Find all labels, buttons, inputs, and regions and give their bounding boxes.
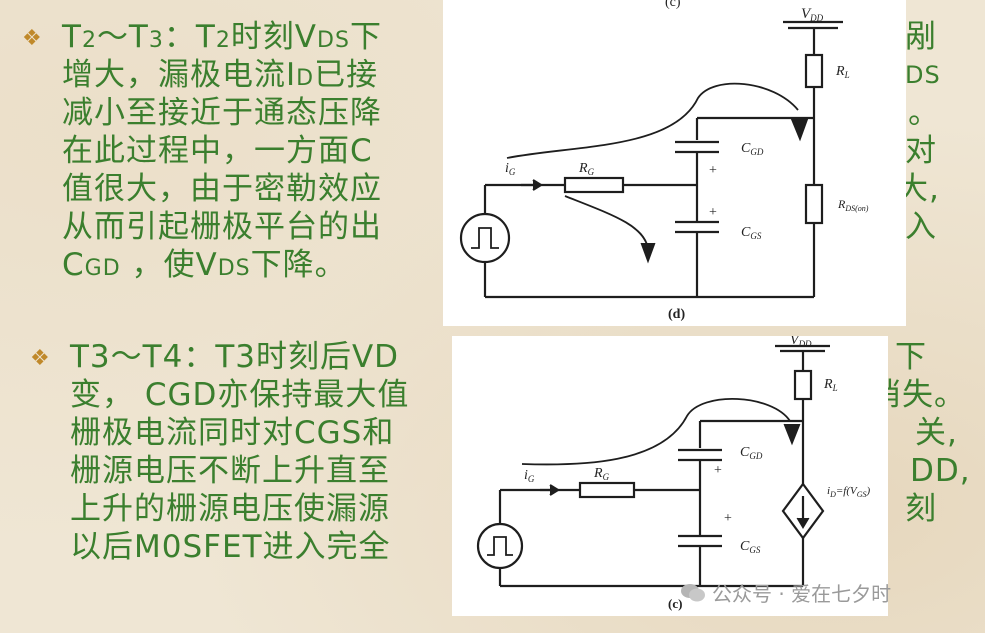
para2-right-fragments: 下 消失。 关, DD, 刻 bbox=[870, 338, 971, 528]
ig-label: iG bbox=[524, 468, 535, 484]
para2-line-4: 栅源电压不断上升直至 bbox=[70, 453, 390, 489]
rds-label: RDS(on) bbox=[837, 197, 869, 213]
rg-label: RG bbox=[578, 161, 595, 177]
frag: 入 bbox=[905, 209, 937, 245]
figure-top-label: (c) bbox=[665, 0, 681, 10]
para2-line-2: 变， CGD亦保持最大值 bbox=[70, 377, 410, 413]
frag: DS bbox=[905, 61, 941, 89]
frag: 刻 bbox=[905, 491, 937, 527]
para1-line-2: 增大，漏极电流ID已接 bbox=[62, 57, 379, 93]
plus-sign: + bbox=[714, 463, 722, 478]
para2-line-3: 栅极电流同时对CGS和 bbox=[70, 415, 395, 451]
plus-sign: + bbox=[709, 205, 717, 220]
para1-right-fragments: 剐 DS )。 对 大, 入 bbox=[895, 18, 941, 246]
rg-label: RG bbox=[593, 466, 610, 482]
para1-line-3: 减小至接近于通态压降 bbox=[62, 95, 382, 131]
cgs-label: CGS bbox=[740, 539, 761, 555]
watermark-text: 公众号 · 爱在七夕时 bbox=[712, 582, 892, 606]
cgd-label: CGD bbox=[740, 445, 763, 461]
bullet-icon: ❖ bbox=[22, 26, 42, 51]
wechat-icon bbox=[680, 582, 706, 609]
resistor-rg bbox=[563, 176, 625, 194]
resistor-rds bbox=[804, 183, 824, 225]
para1-line-7: CGD ，使VDS下降。 bbox=[62, 247, 347, 283]
watermark: 公众号 · 爱在七夕时 bbox=[680, 578, 891, 609]
para2-line-1: T3～T4：T3时刻后VD bbox=[70, 339, 400, 375]
para1-line-4: 在此过程中，一方面C bbox=[62, 133, 373, 169]
para2-line-6: 以后M0SFET进入完全 bbox=[70, 529, 391, 565]
circuit-c-svg: VDD RL iD=f(VGS) CGD + + CGS RG iG bbox=[476, 336, 871, 611]
vdd-label: VDD bbox=[801, 6, 824, 23]
vdd-label: VDD bbox=[790, 336, 812, 349]
bullet-icon: ❖ bbox=[30, 346, 50, 371]
frag: 关, bbox=[915, 415, 958, 451]
rl-label: RL bbox=[835, 64, 850, 80]
pulse-source bbox=[459, 212, 511, 264]
para2-line-5: 上升的栅源电压使漏源 bbox=[70, 491, 390, 527]
frag: DD, bbox=[910, 453, 971, 489]
id-label: iD=f(VGS) bbox=[827, 485, 871, 499]
ig-label: iG bbox=[505, 161, 516, 177]
paragraph-t3-t4: T3～T4：T3时刻后VD 变， CGD亦保持最大值 栅极电流同时对CGS和 栅… bbox=[70, 338, 409, 566]
circuit-d-svg: (c) VDD RL RDS(on) CGD + + CGS RG iG bbox=[459, 0, 869, 322]
cgd-label: CGD bbox=[741, 141, 764, 157]
para1-line-5: 值很大，由于密勒效应 bbox=[62, 171, 382, 207]
figure-c-caption: (c) bbox=[668, 596, 682, 611]
cgs-label: CGS bbox=[741, 225, 762, 241]
plus-sign: + bbox=[709, 163, 717, 178]
figure-d-caption: (d) bbox=[668, 307, 685, 322]
pulse-source bbox=[476, 522, 524, 570]
resistor-rl bbox=[793, 369, 813, 401]
resistor-rg bbox=[578, 481, 636, 499]
plus-sign: + bbox=[724, 511, 732, 526]
para1-line-6: 从而引起栅极平台的出 bbox=[62, 209, 382, 245]
circuit-figure-d: (c) VDD RL RDS(on) CGD + + CGS RG iG bbox=[443, 0, 906, 326]
frag: 剐 bbox=[905, 19, 937, 55]
frag: 下 bbox=[895, 339, 927, 375]
resistor-rl bbox=[804, 53, 824, 89]
paragraph-t2-t3: T2～T3：T2时刻VDS下 增大，漏极电流ID已接 减小至接近于通态压降 在此… bbox=[62, 18, 382, 284]
para1-line-1: T2～T3：T2时刻VDS下 bbox=[62, 19, 382, 55]
circuit-figure-c: VDD RL iD=f(VGS) CGD + + CGS RG iG bbox=[452, 336, 888, 616]
frag: 对 bbox=[905, 133, 937, 169]
rl-label: RL bbox=[823, 377, 838, 393]
